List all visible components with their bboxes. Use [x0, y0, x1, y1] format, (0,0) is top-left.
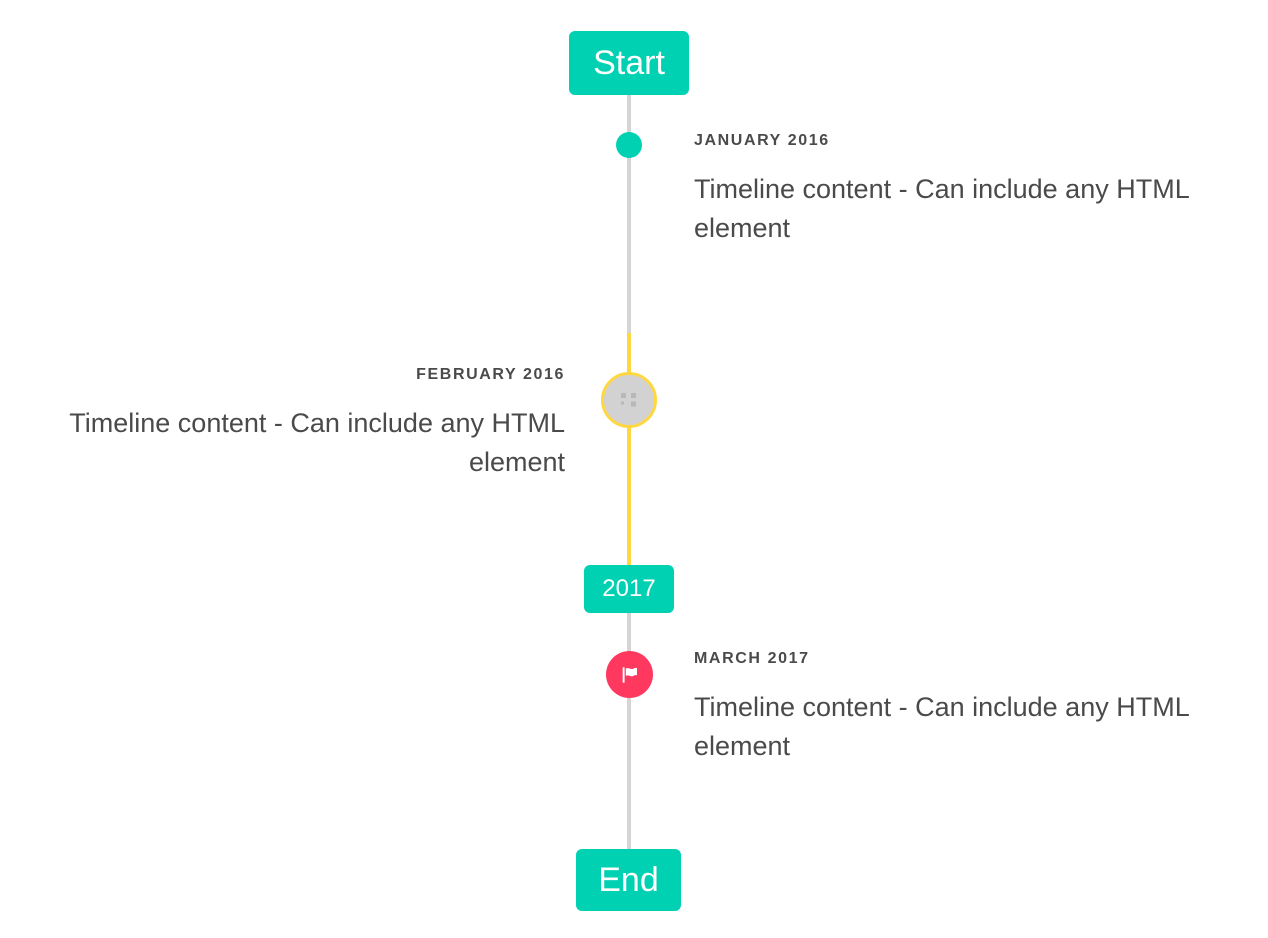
- timeline-entry-body: Timeline content - Can include any HTML …: [694, 174, 1189, 244]
- timeline-entry-body: Timeline content - Can include any HTML …: [69, 408, 565, 478]
- dot-icon[interactable]: [616, 132, 642, 158]
- timeline-marker-february[interactable]: [601, 372, 657, 428]
- timeline-rail-highlight: [627, 333, 631, 565]
- timeline-rail-bottom: [627, 613, 631, 850]
- flag-icon: [622, 666, 637, 683]
- timeline-rail-top: [627, 95, 631, 333]
- timeline-entry-january: JANUARY 2016 Timeline content - Can incl…: [694, 131, 1224, 248]
- broken-image-icon: [621, 393, 636, 407]
- timeline-entry-february: FEBRUARY 2016 Timeline content - Can inc…: [38, 365, 565, 482]
- timeline-entry-date: JANUARY 2016: [694, 132, 830, 149]
- timeline-entry-date: FEBRUARY 2016: [416, 366, 565, 383]
- timeline-entry-march: MARCH 2017 Timeline content - Can includ…: [694, 649, 1224, 766]
- timeline-entry-body: Timeline content - Can include any HTML …: [694, 692, 1189, 762]
- timeline-year-divider[interactable]: 2017: [584, 565, 674, 613]
- timeline-end-badge[interactable]: End: [576, 849, 681, 911]
- timeline-marker-march[interactable]: [606, 651, 653, 698]
- timeline-start-badge[interactable]: Start: [569, 31, 689, 95]
- timeline-entry-date: MARCH 2017: [694, 650, 810, 667]
